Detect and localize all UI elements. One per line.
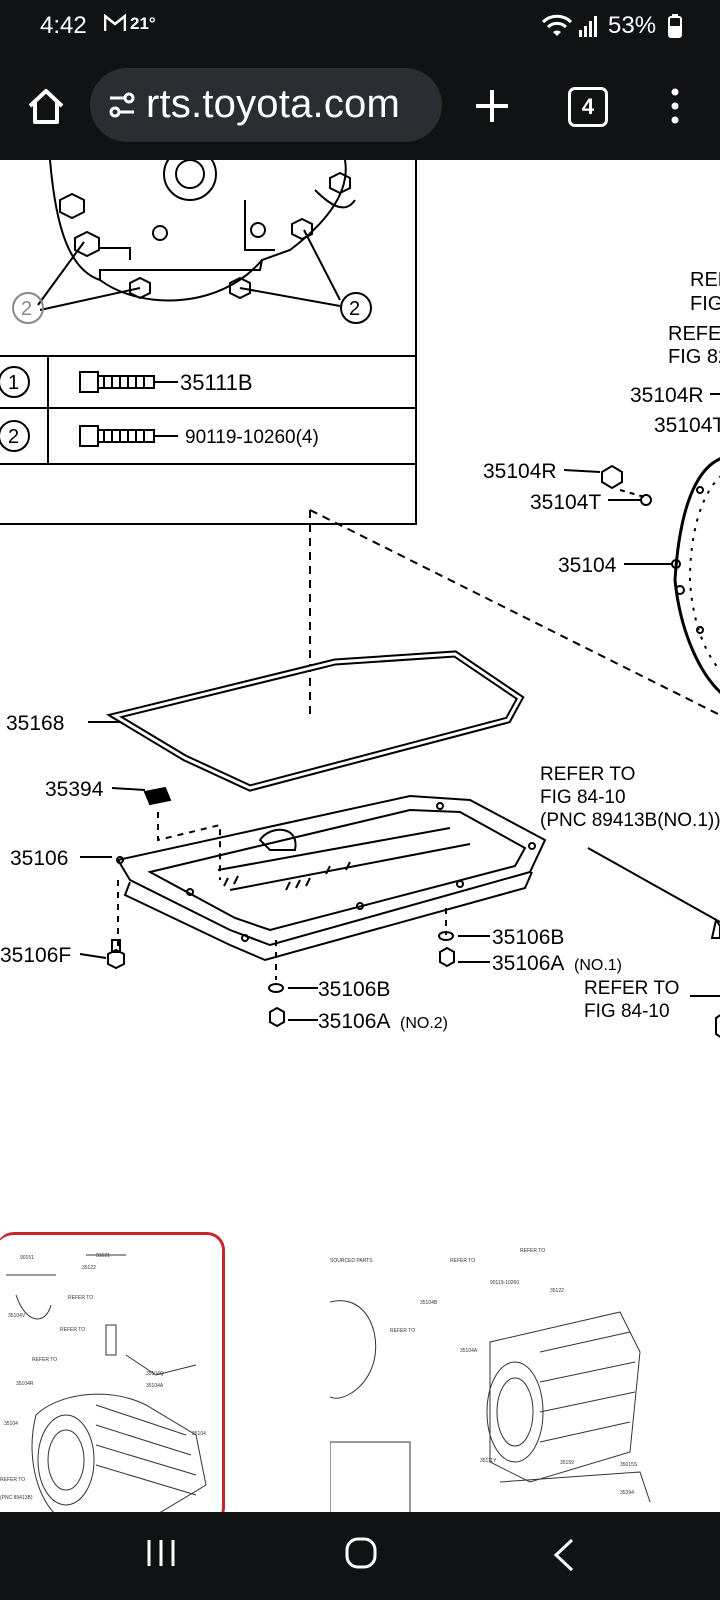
more-menu-icon[interactable] [664,86,686,126]
label-35104R-top: 35104R [630,384,704,407]
label-fig-top2: FIG 82 [668,346,720,368]
label-35106F: 35106F [0,944,71,967]
label-fig-top1: FIG [690,293,720,315]
gmail-icon [104,14,126,31]
browser-toolbar: rts.toyota.com 4 [0,54,720,160]
svg-text:35015S: 35015S [620,1462,638,1468]
cover-outline [49,160,347,282]
svg-text:35104A: 35104A [146,1383,164,1389]
label-35106A-bottom: 35106A [318,1010,390,1033]
svg-text:35104: 35104 [192,1431,206,1437]
address-bar[interactable]: rts.toyota.com [90,68,442,142]
label-35111B: 35111B [180,370,253,395]
label-refer-to-1: REFER TO [540,764,635,785]
label-refer-to-2: REFER TO [584,978,679,999]
svg-text:35122: 35122 [550,1288,564,1294]
label-35104T: 35104T [530,491,601,514]
label-no1: (NO.1) [574,957,622,974]
status-time: 4:42 [40,12,87,39]
battery-percent: 53% [608,12,657,39]
callout-1: 1 [8,372,19,394]
callout-2-right: 2 [349,298,360,320]
thumbnail-2-drawing: SOURCED PARTS REFER TO REFER TO 35104B 9011… [330,1248,651,1512]
label-no2: (NO.2) [400,1015,448,1032]
svg-text:90151: 90151 [20,1255,34,1261]
new-tab-icon[interactable] [470,84,514,128]
label-90119-10260: 90119-10260(4) [185,427,319,448]
case-35104 [673,457,720,694]
svg-text:35394: 35394 [620,1490,634,1496]
callout-2-row: 2 [8,426,19,448]
svg-text:91621: 91621 [96,1253,110,1259]
label-refer-top1: REFE [690,269,720,291]
label-35106B-bottom: 35106B [318,978,390,1001]
label-fig-84-10-2: FIG 84-10 [584,1001,670,1022]
status-bar: 4:42 21° 53% [0,0,720,54]
svg-text:REFER TO: REFER TO [60,1327,85,1333]
label-pnc: (PNC 89413B(NO.1)) [540,810,720,831]
label-35104R: 35104R [483,460,557,483]
svg-text:35104V: 35104V [8,1313,26,1319]
label-35394: 35394 [45,778,104,801]
home-icon[interactable] [24,84,68,128]
label-35106A-right: 35106A [492,952,564,975]
label-fig-84-10-1: FIG 84-10 [540,787,626,808]
bolt-35111B [79,371,155,393]
system-navigation-bar [0,1512,720,1600]
signal-icon [579,16,597,37]
svg-text:35104R: 35104R [16,1381,34,1387]
page-content[interactable]: 35111B 90119-10260(4) 1 2 2 2 REFE FIG R… [0,160,720,1512]
url-text[interactable]: rts.toyota.com [146,82,400,126]
recent-apps-icon[interactable] [146,1538,176,1568]
back-icon[interactable] [552,1538,576,1572]
label-35104T-top: 35104T [654,414,720,437]
battery-icon [668,14,682,38]
label-35168: 35168 [6,712,64,735]
svg-text:35104: 35104 [4,1421,18,1427]
svg-text:SOURCED PARTS: SOURCED PARTS [330,1258,373,1264]
svg-text:(PNC 89413B): (PNC 89413B) [0,1495,33,1501]
gasket-35168 [105,650,525,792]
svg-text:REFER TO: REFER TO [390,1328,415,1334]
svg-text:REFER TO: REFER TO [32,1357,57,1363]
label-35104: 35104 [558,554,617,577]
svg-text:35104A: 35104A [460,1348,478,1354]
label-35106: 35106 [10,847,68,870]
site-settings-icon[interactable] [108,90,136,120]
svg-text:35104Q: 35104Q [146,1371,164,1377]
svg-text:35159: 35159 [560,1460,574,1466]
label-35106B-right: 35106B [492,926,564,949]
parts-diagram[interactable]: 35111B 90119-10260(4) 1 2 2 2 REFE FIG R… [0,160,720,1512]
tab-switcher-button[interactable]: 4 [568,87,608,127]
svg-text:35111Y: 35111Y [480,1458,497,1464]
svg-text:35122: 35122 [82,1265,96,1271]
svg-text:REFER TO: REFER TO [450,1258,475,1264]
related-diagram-thumbnail-2[interactable]: SOURCED PARTS REFER TO REFER TO 35104B 9011… [330,1232,660,1512]
label-refer-top2: REFER [668,323,720,345]
inset-box [0,160,417,525]
svg-text:REFER TO: REFER TO [0,1477,25,1483]
oil-pan-35106 [116,794,547,947]
svg-text:90119-10260: 90119-10260 [490,1280,519,1286]
home-nav-icon[interactable] [344,1536,378,1570]
callout-2-left: 2 [21,298,32,320]
bolt-90119 [79,425,155,447]
svg-text:35104B: 35104B [420,1300,438,1306]
status-temperature: 21° [130,14,156,33]
wifi-icon [541,14,573,36]
svg-text:REFER TO: REFER TO [68,1295,93,1301]
svg-text:REFER TO: REFER TO [520,1248,545,1254]
